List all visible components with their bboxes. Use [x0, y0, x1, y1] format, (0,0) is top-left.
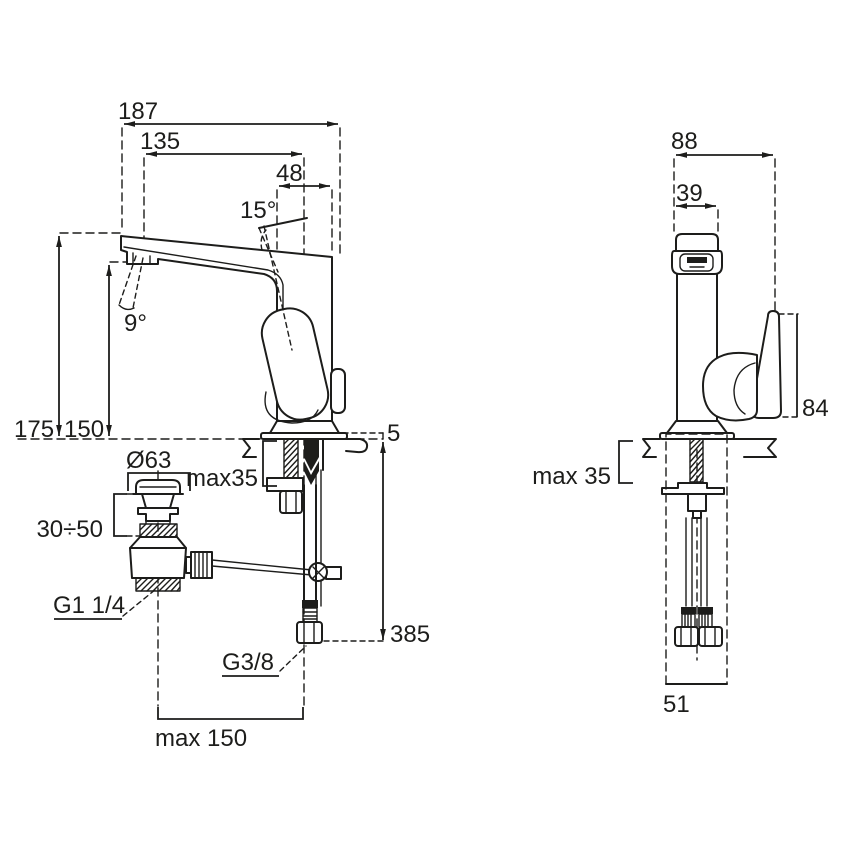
front-fitting — [687, 493, 707, 512]
label-lever-angle: 15° — [240, 197, 276, 224]
front-under-counter — [661, 438, 725, 647]
hose-envelope-box — [665, 433, 728, 685]
front-fitting-tab — [692, 510, 702, 519]
front-nut-facets — [680, 626, 716, 647]
label-hose-drop: 385 — [390, 621, 430, 648]
label-reach-total: 187 — [118, 98, 158, 125]
front-supply-nut — [674, 626, 699, 647]
label-supply-thread: G3/8 — [222, 649, 274, 676]
label-height-aerator: 150 — [64, 416, 104, 443]
dim-waste-offset — [157, 707, 304, 720]
label-width-total: 88 — [671, 128, 698, 155]
label-aerator-angle: 9° — [124, 310, 147, 337]
waste-collar — [137, 507, 179, 522]
front-hose-crimp — [681, 607, 696, 614]
lever-open-front-dashed — [258, 227, 279, 273]
waste-knurl-lines — [194, 551, 208, 579]
front-counter-left — [642, 438, 661, 458]
front-counter-right — [732, 438, 777, 458]
front-hose-crimp — [698, 607, 713, 614]
front-lever-blade — [750, 310, 782, 419]
bracket-waste-range — [113, 493, 127, 537]
label-waste-offset: max 150 — [155, 725, 247, 752]
waste-knurled-nut — [190, 551, 213, 579]
spout-bevel-line — [123, 246, 284, 311]
linkage-end-clip — [325, 566, 342, 580]
front-body-flare — [666, 420, 728, 434]
reference-lines — [17, 127, 799, 707]
hose-crimp — [302, 600, 318, 608]
counter-left-section — [242, 438, 260, 458]
waste-body — [129, 547, 187, 579]
jet-angle-line — [118, 255, 137, 306]
label-head-width: 48 — [276, 160, 303, 187]
mounting-stud-hatch — [283, 438, 299, 479]
lever-open-top-edge — [258, 217, 308, 229]
waste-flare — [129, 536, 187, 549]
linkage-rod — [211, 559, 313, 571]
label-waste-cap: Ø63 — [126, 447, 171, 474]
hose-collar — [302, 607, 318, 623]
base-plate — [260, 432, 348, 440]
side-lever — [118, 217, 346, 424]
leader-waste-thread — [122, 588, 157, 617]
front-lever-knuckle — [702, 351, 758, 422]
label-waste-thread: G1 1/4 — [53, 592, 125, 619]
front-aerator-frame — [679, 253, 714, 272]
label-base-plate: 5 — [387, 420, 400, 447]
label-hose-envelope: 51 — [663, 691, 690, 718]
front-stud-hatch — [689, 438, 704, 483]
waste-neck — [141, 493, 175, 509]
bracket-deck-side — [262, 440, 277, 487]
front-knuckle-contour — [733, 362, 756, 415]
mounting-nut — [279, 490, 303, 514]
label-reach-aerator: 135 — [140, 128, 180, 155]
front-counter — [642, 438, 777, 458]
front-supply-nut — [698, 626, 723, 647]
side-counter — [242, 438, 369, 458]
waste-thread-hatch — [139, 523, 178, 538]
waste-outlet-hatch — [135, 577, 181, 592]
label-waste-range: 30÷50 — [36, 516, 103, 543]
lever-axis-dashed — [263, 225, 293, 351]
front-clamp-washer — [661, 482, 725, 495]
lever-lower-shell — [264, 391, 319, 424]
bracket-deck-front — [618, 440, 633, 484]
leader-supply-thread — [279, 645, 307, 672]
linkage-pivot-cross — [312, 566, 325, 579]
front-braid-stripes — [684, 613, 709, 628]
counter-right-section — [345, 438, 369, 454]
label-deck-side: max35 — [186, 465, 258, 492]
body-flare — [269, 420, 340, 434]
lever-angle-arc — [260, 229, 267, 251]
side-under-counter — [211, 438, 342, 644]
front-aerator-slot — [687, 257, 707, 263]
front-faucet — [659, 233, 782, 685]
dim-waste-cap — [127, 472, 191, 491]
hose-collar-ribs — [302, 611, 318, 620]
linkage-rod — [211, 565, 313, 576]
anchor-wedge-upper — [304, 440, 319, 471]
supply-nut — [296, 621, 323, 644]
label-height-spout: 175 — [14, 416, 54, 443]
clamp-plate — [266, 477, 304, 492]
label-deck-front: max 35 — [532, 463, 611, 490]
jet-angle-arc — [118, 304, 135, 311]
cartridge-cover — [330, 368, 346, 414]
dimension-labels: 187 135 48 15° 9° 175 150 5 Ø63 max35 30… — [14, 98, 829, 752]
front-spout-cap — [675, 233, 719, 252]
popup-waste-assembly — [129, 479, 213, 592]
label-lever-height: 84 — [802, 395, 829, 422]
dimension-lines — [54, 121, 798, 720]
aerator-detail — [132, 252, 151, 265]
jet-angle-line — [132, 257, 144, 309]
label-body-width: 39 — [676, 180, 703, 207]
